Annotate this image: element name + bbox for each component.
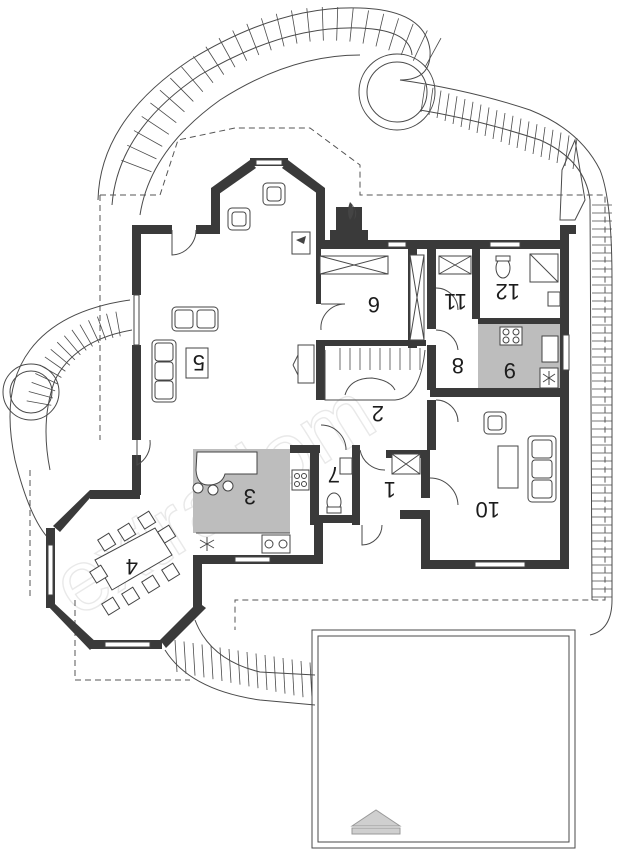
entrance-arrow-icon — [350, 809, 402, 835]
dining-chair — [141, 574, 161, 594]
dining-chair — [97, 532, 117, 552]
doors — [136, 229, 459, 546]
round-planter — [358, 53, 436, 131]
room-11-fixtures — [438, 255, 472, 275]
dining-chair — [137, 510, 157, 530]
terrace-steps-bottom — [164, 619, 316, 706]
dining-chair — [89, 564, 109, 584]
roof-outline — [100, 127, 606, 630]
room-10-furniture — [391, 411, 557, 503]
room-6-fixtures — [319, 254, 425, 341]
room-label-5: 5 — [193, 350, 205, 375]
fireplace-flame-icon — [348, 202, 357, 220]
kitchen-3-furniture — [192, 451, 310, 554]
room-label-1: 1 — [384, 477, 396, 502]
snowflake-icon — [542, 371, 556, 385]
utility-9-fixtures — [499, 326, 559, 389]
room-label-7: 7 — [328, 462, 340, 487]
dining-chair — [161, 562, 181, 582]
round-planter — [2, 363, 60, 421]
room-label-11: 11 — [444, 289, 467, 314]
bathroom-12-fixtures — [495, 253, 561, 307]
living-room-furniture — [151, 182, 357, 403]
room-label-8: 8 — [452, 353, 464, 378]
windows — [47, 159, 570, 648]
dining-chair — [101, 596, 121, 616]
room-label-9: 9 — [504, 358, 516, 383]
room-label-3: 3 — [244, 484, 256, 509]
dining-chair — [117, 522, 137, 542]
dining-table — [89, 510, 181, 616]
room-label-12: 12 — [496, 279, 520, 304]
room-label-10: 10 — [476, 497, 500, 522]
dining-chair — [157, 524, 177, 544]
snowflake-icon — [199, 537, 215, 551]
garage-driveway — [311, 629, 576, 849]
room-label-2: 2 — [372, 401, 384, 426]
room-label-6: 6 — [368, 292, 380, 317]
staircase — [324, 348, 426, 401]
dining-chair — [121, 586, 141, 606]
room-labels: 1 2 3 4 5 6 7 8 9 10 11 12 — [126, 279, 520, 579]
wc-7-fixtures — [326, 457, 353, 514]
room-label-4: 4 — [126, 554, 138, 579]
terrace-steps-right — [399, 79, 613, 636]
terrace-steps-top — [97, 7, 442, 216]
